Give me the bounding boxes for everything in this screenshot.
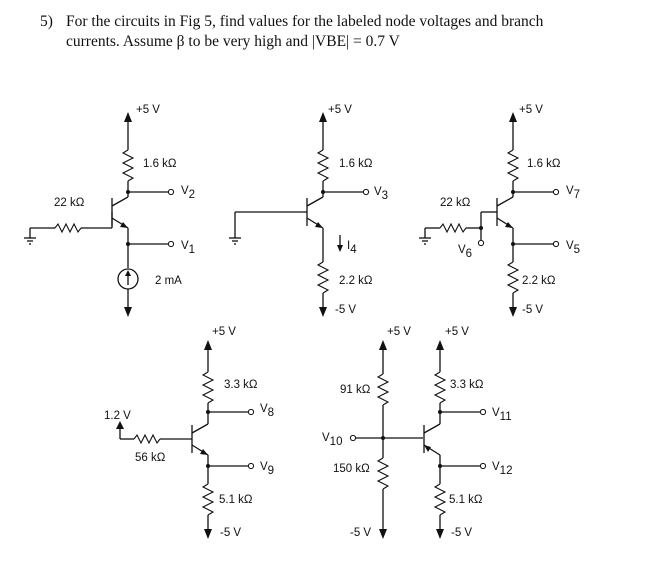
r-bottom-label: 150 kΩ: [333, 463, 370, 475]
v2-label: V2: [181, 185, 195, 201]
circuit-a-supply-label: +5 V: [136, 104, 160, 116]
r-top-label: 91 kΩ: [340, 384, 371, 396]
circuit-c-rb-label: 22 kΩ: [440, 197, 471, 209]
problem-text-line-1: For the circuits in Fig 5, find values f…: [66, 13, 544, 30]
circuit-c-rc-label: 1.6 kΩ: [527, 158, 561, 170]
circuit-a-rb-label: 22 kΩ: [54, 197, 85, 209]
circuit-c: +5 V 1.6 kΩ V7 22 kΩ V6 V5 2.2 kΩ: [419, 104, 580, 317]
circuit-b-rc-label: 1.6 kΩ: [339, 158, 373, 170]
v8-label: V8: [260, 403, 274, 419]
circuit-d-supply-label: +5 V: [212, 326, 236, 338]
circuit-b-re-label: 2.2 kΩ: [339, 275, 373, 287]
circuit-c-neg-supply-label: -5 V: [522, 304, 543, 316]
v1-label: V1: [181, 240, 195, 256]
circuit-e-left-supply-label: +5 V: [387, 326, 411, 338]
circuit-a-rc-label: 1.6 kΩ: [143, 158, 177, 170]
circuit-e-rc-label: 3.3 kΩ: [450, 379, 484, 391]
v7-label: V7: [566, 185, 580, 201]
problem-text-line-2: currents. Assume β to be very high and |…: [66, 33, 400, 50]
circuit-c-supply-label: +5 V: [519, 104, 543, 116]
v11-label: V11: [492, 407, 512, 423]
circuit-c-re-label: 2.2 kΩ: [522, 275, 556, 287]
vb-label: 1.2 V: [104, 410, 131, 422]
v10-label: V10: [322, 432, 342, 448]
v5-label: V5: [566, 240, 580, 256]
circuit-d-re-label: 5.1 kΩ: [219, 494, 253, 506]
current-source-label: 2 mA: [155, 275, 182, 287]
problem-text: For the circuits in Fig 5, find values f…: [66, 12, 626, 52]
circuit-a-base-resistor: 22 kΩ: [24, 197, 113, 245]
i4-label: I4: [347, 240, 357, 256]
circuit-a-transistor: [111, 196, 129, 229]
circuit-d-rc-label: 3.3 kΩ: [224, 379, 258, 391]
current-source: 2 mA: [117, 268, 182, 290]
v9-label: V9: [260, 461, 274, 477]
circuit-d-rb-label: 56 kΩ: [135, 452, 166, 464]
circuit-b-neg-supply-label: -5 V: [335, 304, 356, 316]
circuit-e-right-supply-label: +5 V: [445, 326, 469, 338]
circuit-e-right-neg-supply-label: -5 V: [451, 527, 472, 539]
circuit-a-positive-supply: +5 V: [124, 104, 160, 150]
circuit-b: +5 V 1.6 kΩ V3 I4 2.2 kΩ -5 V: [229, 104, 388, 317]
v6-label: V6: [458, 244, 472, 260]
circuit-e-re-label: 5.1 kΩ: [449, 494, 483, 506]
circuit-b-supply-label: +5 V: [328, 104, 352, 116]
circuit-d-neg-supply-label: -5 V: [220, 527, 241, 539]
circuit-e-left-neg-supply-label: -5 V: [350, 527, 371, 539]
circuit-a: +5 V 1.6 kΩ V2 22 kΩ: [24, 104, 195, 317]
circuit-e: +5 V 91 kΩ V10 150 kΩ -5 V +5 V 3.3 kΩ V…: [322, 326, 512, 539]
problem-number: 5): [40, 13, 53, 30]
circuit-d: +5 V 3.3 kΩ V8 1.2 V 56 kΩ V9 5.1 kΩ -5 …: [104, 326, 274, 539]
v3-label: V3: [374, 186, 388, 202]
circuit-a-collector-resistor: 1.6 kΩ: [121, 149, 177, 182]
v12-label: V12: [492, 461, 512, 477]
